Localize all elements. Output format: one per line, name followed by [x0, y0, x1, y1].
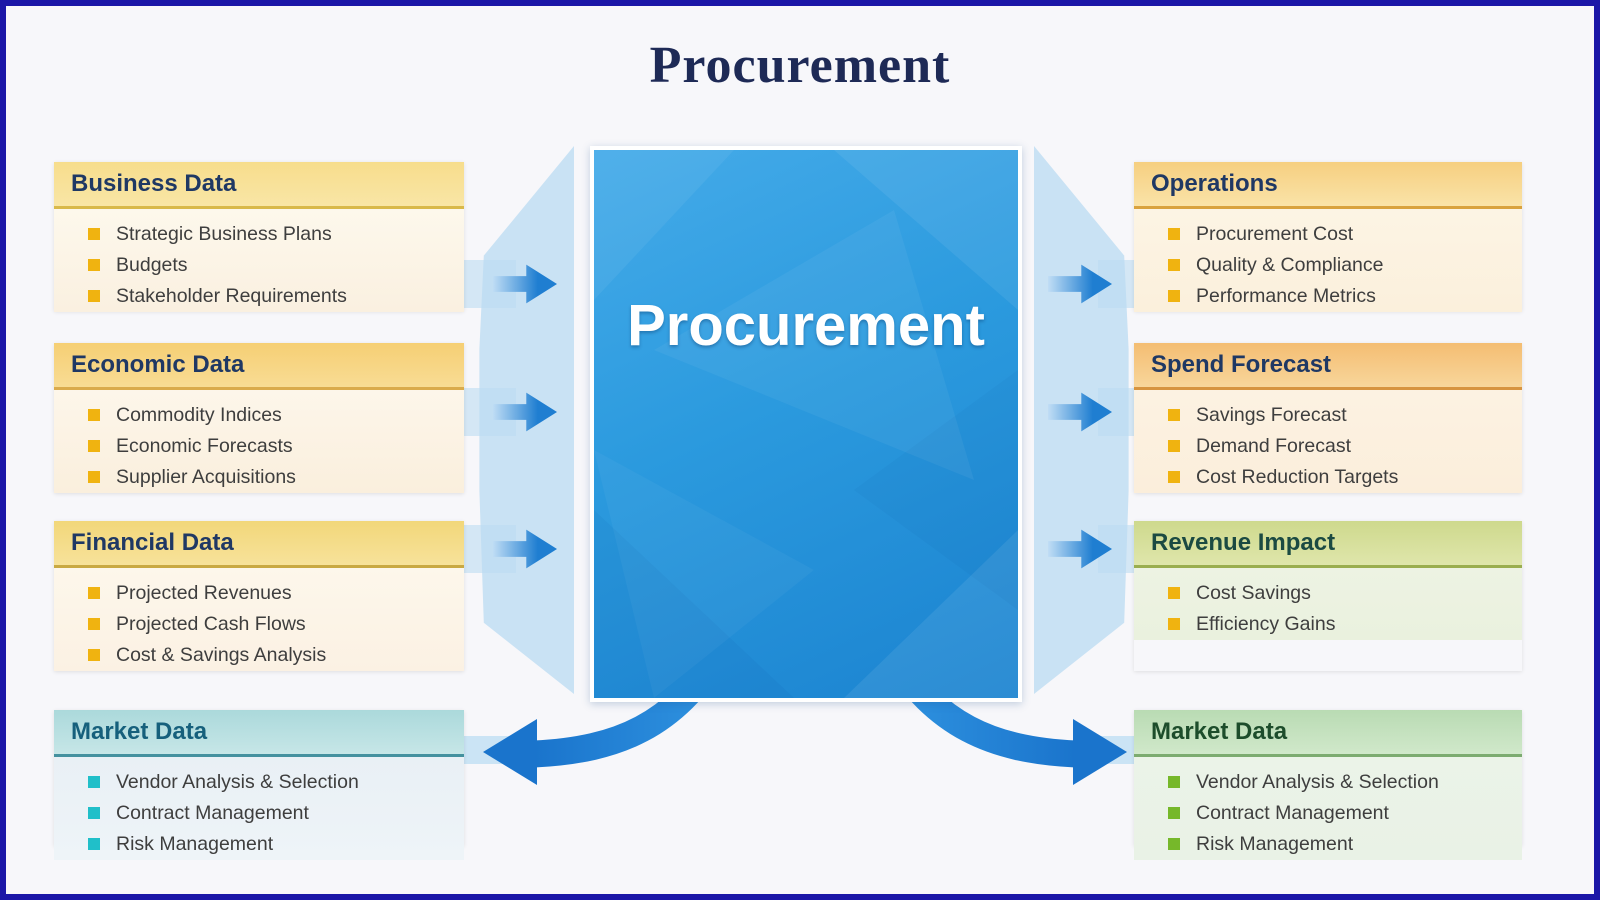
bullet-square-icon: [1168, 409, 1180, 421]
bullet-square-icon: [1168, 440, 1180, 452]
card-title: Financial Data: [54, 521, 464, 568]
card-title: Revenue Impact: [1134, 521, 1522, 568]
bullet-square-icon: [1168, 807, 1180, 819]
card-financial-data: Financial Data Projected Revenues Projec…: [54, 521, 464, 671]
list-item: Contract Management: [88, 798, 464, 829]
bullet-square-icon: [88, 838, 100, 850]
facet-texture: [594, 150, 1018, 698]
list-item: Cost Reduction Targets: [1168, 462, 1522, 493]
bullet-square-icon: [88, 259, 100, 271]
bullet-square-icon: [88, 618, 100, 630]
list-item: Procurement Cost: [1168, 219, 1522, 250]
bullet-square-icon: [88, 409, 100, 421]
list-item: Projected Revenues: [88, 578, 464, 609]
list-item: Cost & Savings Analysis: [88, 640, 464, 671]
card-spend-forecast: Spend Forecast Savings Forecast Demand F…: [1134, 343, 1522, 493]
card-revenue-impact: Revenue Impact Cost Savings Efficiency G…: [1134, 521, 1522, 671]
list-item: Savings Forecast: [1168, 400, 1522, 431]
card-market-data-right: Market Data Vendor Analysis & Selection …: [1134, 710, 1522, 860]
bullet-square-icon: [1168, 259, 1180, 271]
list-item: Economic Forecasts: [88, 431, 464, 462]
bullet-square-icon: [1168, 618, 1180, 630]
list-item: Cost Savings: [1168, 578, 1522, 609]
center-box-label: Procurement: [627, 293, 985, 358]
list-item: Stakeholder Requirements: [88, 281, 464, 312]
list-item: Risk Management: [88, 829, 464, 860]
bullet-square-icon: [1168, 471, 1180, 483]
bullet-square-icon: [1168, 228, 1180, 240]
bullet-square-icon: [88, 649, 100, 661]
list-item: Vendor Analysis & Selection: [1168, 767, 1522, 798]
bullet-square-icon: [88, 776, 100, 788]
list-item: Risk Management: [1168, 829, 1522, 860]
bullet-square-icon: [88, 290, 100, 302]
list-item: Vendor Analysis & Selection: [88, 767, 464, 798]
list-item: Efficiency Gains: [1168, 609, 1522, 640]
card-business-data: Business Data Strategic Business Plans B…: [54, 162, 464, 312]
list-item: Projected Cash Flows: [88, 609, 464, 640]
card-title: Market Data: [1134, 710, 1522, 757]
list-item: Quality & Compliance: [1168, 250, 1522, 281]
bullet-square-icon: [88, 471, 100, 483]
bullet-square-icon: [88, 228, 100, 240]
list-item: Budgets: [88, 250, 464, 281]
bullet-square-icon: [88, 587, 100, 599]
card-title: Spend Forecast: [1134, 343, 1522, 390]
bullet-square-icon: [1168, 587, 1180, 599]
list-item: Commodity Indices: [88, 400, 464, 431]
bullet-square-icon: [1168, 776, 1180, 788]
card-title: Market Data: [54, 710, 464, 757]
bullet-square-icon: [88, 807, 100, 819]
page-title: Procurement: [649, 37, 951, 94]
list-item: Strategic Business Plans: [88, 219, 464, 250]
card-operations: Operations Procurement Cost Quality & Co…: [1134, 162, 1522, 312]
card-title: Operations: [1134, 162, 1522, 209]
bullet-square-icon: [88, 440, 100, 452]
list-item: Demand Forecast: [1168, 431, 1522, 462]
list-item: Performance Metrics: [1168, 281, 1522, 312]
bullet-square-icon: [1168, 838, 1180, 850]
card-economic-data: Economic Data Commodity Indices Economic…: [54, 343, 464, 493]
list-item: Supplier Acquisitions: [88, 462, 464, 493]
card-title: Economic Data: [54, 343, 464, 390]
bullet-square-icon: [1168, 290, 1180, 302]
card-market-data-left: Market Data Vendor Analysis & Selection …: [54, 710, 464, 860]
card-title: Business Data: [54, 162, 464, 209]
list-item: Contract Management: [1168, 798, 1522, 829]
center-procurement-box: Procurement: [590, 146, 1022, 702]
